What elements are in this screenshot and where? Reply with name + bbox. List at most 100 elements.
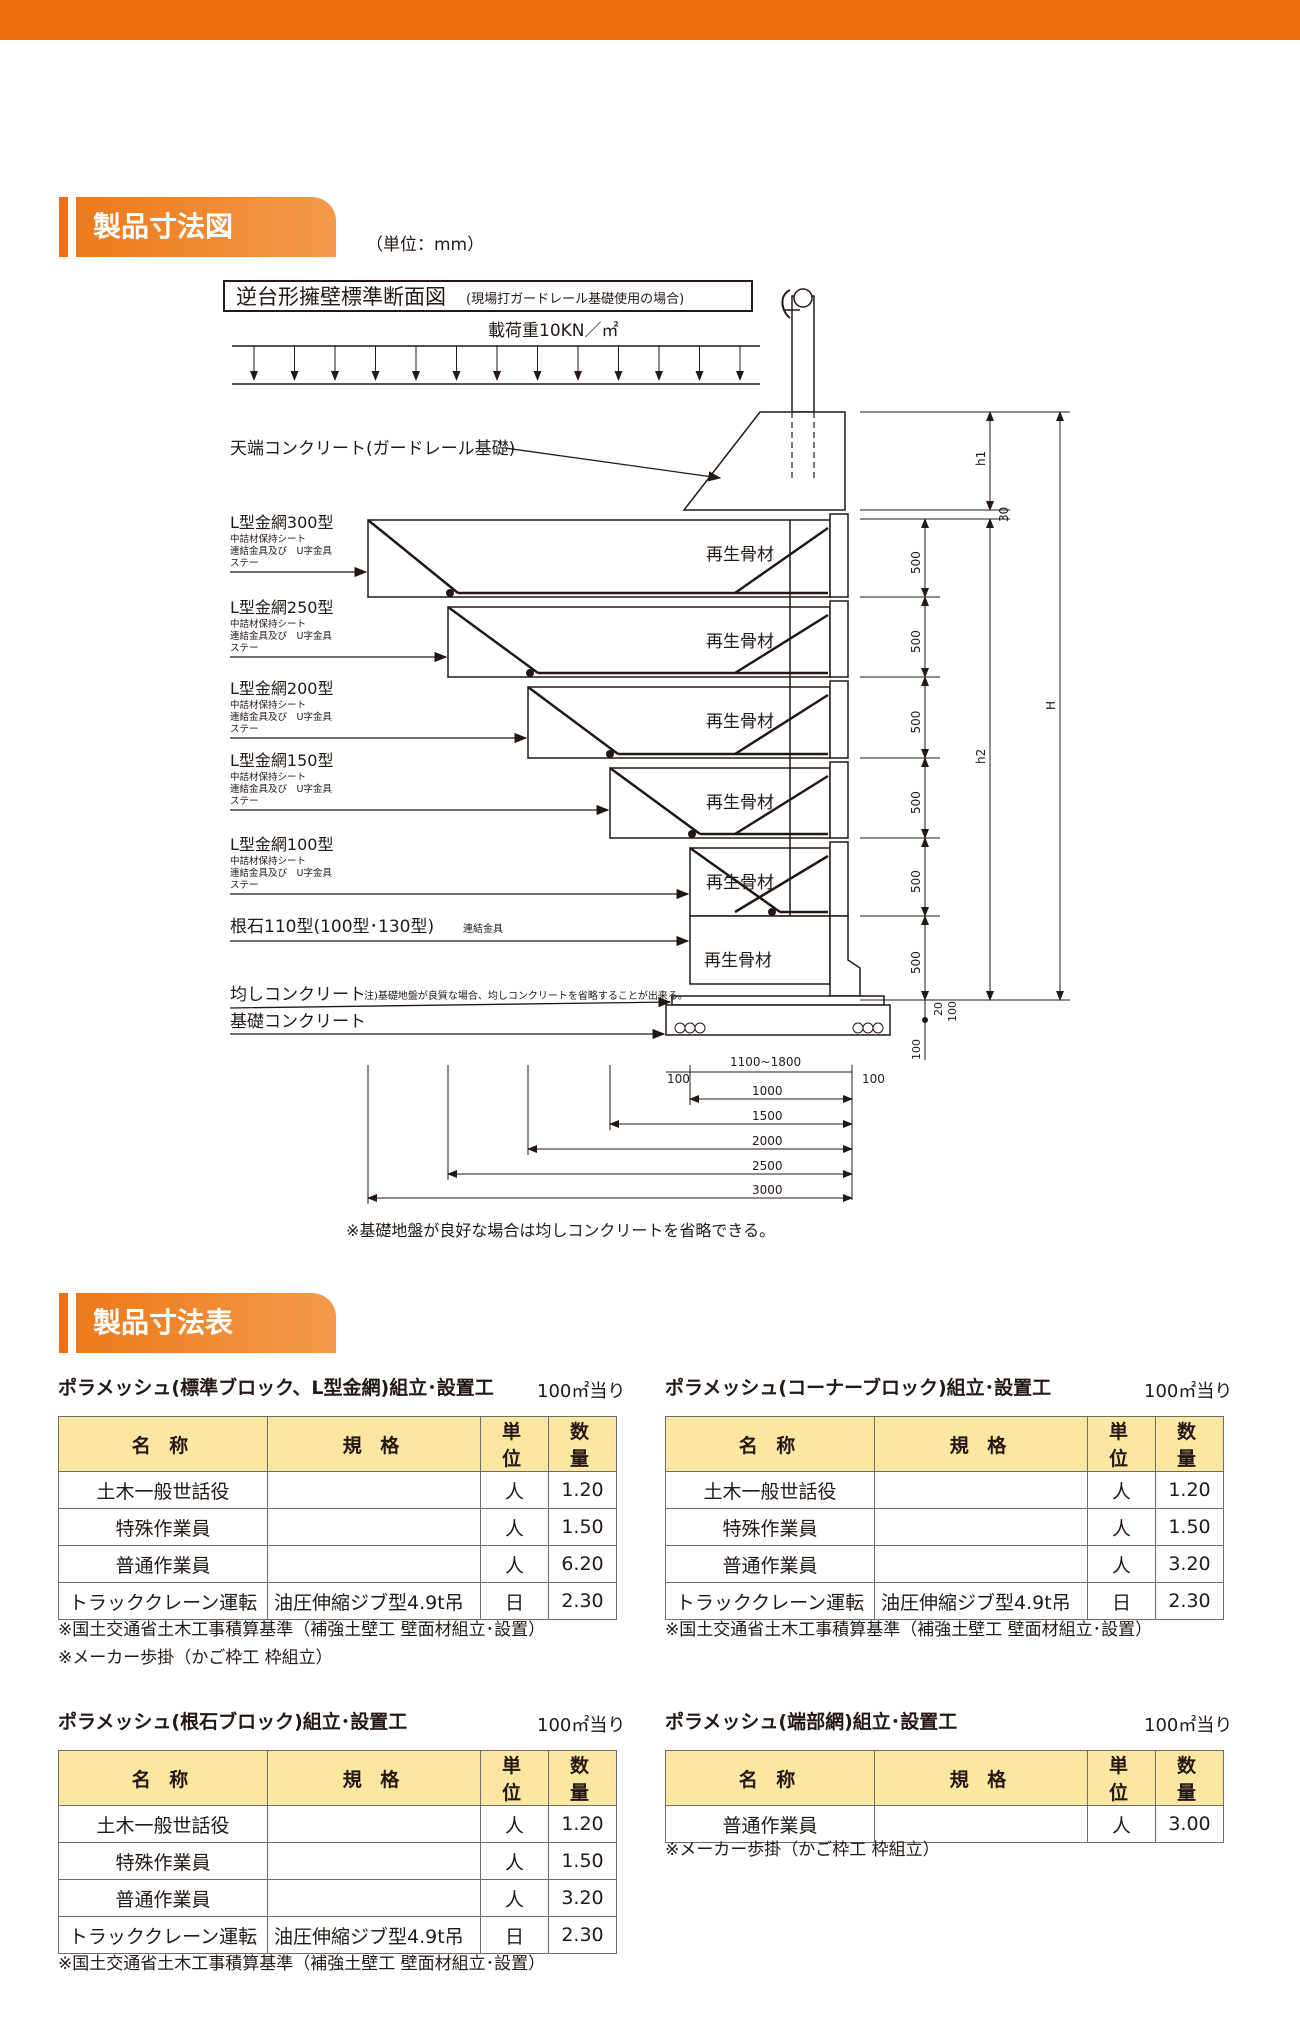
cell-name: 普通作業員 — [665, 1805, 875, 1843]
cell-name: 普通作業員 — [58, 1545, 268, 1583]
fill-label: 再生骨材 — [706, 793, 774, 813]
cell-name: 特殊作業員 — [58, 1508, 268, 1546]
foundation-concrete — [665, 1004, 891, 1036]
guardrail-icon — [781, 289, 791, 319]
cell-unit: 日 — [1087, 1582, 1156, 1620]
col-name: 名 称 — [665, 1750, 875, 1806]
mesh-diagonal — [689, 846, 781, 914]
table-row: 普通作業員 人 3.20 — [665, 1545, 1224, 1583]
table-row: トラッククレーン運転 油圧伸縮ジブ型4.9t吊 日 2.30 — [58, 1582, 617, 1620]
mesh-diagonal — [367, 519, 459, 594]
cell-unit: 人 — [480, 1805, 549, 1843]
cell-name: 土木一般世話役 — [665, 1471, 875, 1509]
col-name: 名 称 — [58, 1416, 268, 1472]
section-title: 製品寸法表 — [93, 1306, 234, 1339]
fill-label: 再生骨材 — [706, 545, 774, 565]
dim-100-left: 100 — [667, 1072, 690, 1086]
table-notes: ※国土交通省土木工事積算基準（補強土壁工 壁面材組立･設置） — [665, 1616, 1152, 1644]
section-marker — [59, 1293, 68, 1353]
level-sub-2: 連結金具及び U字金具 — [230, 867, 332, 879]
dim-30: 30 — [997, 507, 1011, 522]
level-sub-3: ステー — [230, 643, 259, 654]
table-per-unit: 100㎡当り — [537, 1715, 626, 1736]
table-note: ※国土交通省土木工事積算基準（補強土壁工 壁面材組立･設置） — [58, 1620, 546, 1640]
level-sub-1: 中詰材保持シート — [230, 533, 306, 545]
width-dim-label: 2000 — [752, 1134, 783, 1148]
level-label: L型金網250型 — [230, 598, 333, 617]
cell-spec — [874, 1545, 1088, 1583]
table-header: 名 称 規 格 単 位 数 量 — [665, 1750, 1224, 1806]
table-row: 土木一般世話役 人 1.20 — [58, 1471, 617, 1509]
table-note: ※国土交通省土木工事積算基準（補強土壁工 壁面材組立･設置） — [665, 1620, 1153, 1640]
leveling-note: 注)基礎地盤が良質な場合、均しコンクリートを省略することが出来る。 — [364, 989, 688, 1002]
base-block — [689, 915, 831, 985]
mesh-diagonal — [734, 613, 829, 675]
col-spec: 規 格 — [267, 1750, 481, 1806]
mesh-diagonal — [447, 605, 539, 675]
level-sub-2: 連結金具及び U字金具 — [230, 545, 332, 557]
width-dim-label: 2500 — [752, 1159, 783, 1173]
width-dim-label: 1500 — [752, 1109, 783, 1123]
table-row: 土木一般世話役 人 1.20 — [665, 1471, 1224, 1509]
col-unit: 単 位 — [480, 1416, 549, 1472]
cell-spec — [874, 1508, 1088, 1546]
cell-unit: 人 — [480, 1471, 549, 1509]
dim-500: 500 — [909, 711, 923, 734]
mesh-diagonal — [609, 766, 701, 836]
load-arrows — [250, 346, 744, 381]
table-row: 土木一般世話役 人 1.20 — [58, 1805, 617, 1843]
cell-qty: 1.20 — [548, 1805, 617, 1843]
wall-face — [829, 513, 849, 598]
mesh-diagonal — [734, 774, 829, 836]
cell-qty: 2.30 — [548, 1582, 617, 1620]
estimate-table: 名 称 規 格 単 位 数 量 土木一般世話役 人 1.20 特殊作業員 人 1… — [665, 1416, 1224, 1620]
top-concrete-leader — [504, 447, 722, 482]
load-label: 載荷重10KN／㎡ — [488, 321, 619, 341]
level-sub-1: 中詰材保持シート — [230, 699, 306, 711]
vertical-dimensions — [860, 411, 1070, 1001]
dim-500: 500 — [909, 951, 923, 974]
dim-500: 500 — [909, 791, 923, 814]
table-row: トラッククレーン運転 油圧伸縮ジブ型4.9t吊 日 2.30 — [58, 1916, 617, 1954]
table-per-unit: 100㎡当り — [1144, 1381, 1233, 1402]
table-title: ポラメッシュ(根石ブロック)組立･設置工 — [58, 1711, 408, 1733]
table-row: 特殊作業員 人 1.50 — [58, 1508, 617, 1546]
bottom-note: ※基礎地盤が良好な場合は均しコンクリートを省略できる。 — [346, 1221, 775, 1240]
level-sub-1: 中詰材保持シート — [230, 618, 306, 630]
foundation-rebar — [674, 1022, 884, 1034]
connector — [768, 908, 776, 916]
cell-spec — [267, 1879, 481, 1917]
wall-block — [527, 686, 831, 759]
section-band — [76, 197, 336, 257]
col-qty: 数 量 — [1155, 1416, 1224, 1472]
table-title: ポラメッシュ(標準ブロック、L型金網)組立･設置工 — [58, 1377, 494, 1399]
cell-name: 土木一般世話役 — [58, 1805, 268, 1843]
cell-unit: 人 — [480, 1508, 549, 1546]
table-title: ポラメッシュ(コーナーブロック)組立･設置工 — [665, 1377, 1052, 1399]
wall-block — [609, 767, 831, 839]
connector — [606, 750, 614, 758]
level-sub-3: ステー — [230, 796, 259, 807]
table-row: 普通作業員 人 3.20 — [58, 1879, 617, 1917]
base-block-toe — [829, 915, 861, 997]
cell-qty: 3.20 — [548, 1879, 617, 1917]
table-header: 名 称 規 格 単 位 数 量 — [58, 1750, 617, 1806]
cell-unit: 人 — [1087, 1545, 1156, 1583]
estimate-table: 名 称 規 格 単 位 数 量 普通作業員 人 3.00 — [665, 1750, 1224, 1843]
leveling-concrete — [671, 995, 885, 1006]
section-title: 製品寸法図 — [93, 210, 234, 243]
unit-label: （単位：mm） — [366, 235, 485, 255]
table-row: 普通作業員 人 6.20 — [58, 1545, 617, 1583]
col-unit: 単 位 — [1087, 1750, 1156, 1806]
dim-100-right: 100 — [862, 1072, 885, 1086]
cell-qty: 2.30 — [548, 1916, 617, 1954]
cell-spec — [267, 1508, 481, 1546]
fill-label: 再生骨材 — [706, 632, 774, 652]
col-spec: 規 格 — [267, 1416, 481, 1472]
level-sub-3: ステー — [230, 558, 259, 569]
section-header-dimension-drawing: 製品寸法図 — [59, 197, 336, 257]
dim-500: 500 — [909, 551, 923, 574]
cell-spec — [267, 1842, 481, 1880]
diagram-subtitle: (現場打ガードレール基礎使用の場合) — [466, 291, 684, 307]
